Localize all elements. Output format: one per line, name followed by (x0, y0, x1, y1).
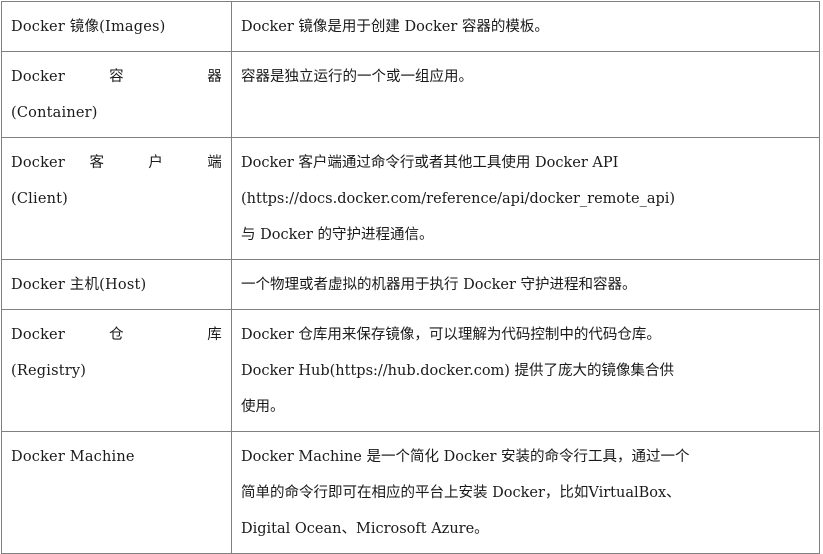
description-line-2: (https://docs.docker.com/reference/api/d… (241, 191, 676, 207)
term-cell-inner: Docker 主机(Host) (2, 260, 231, 309)
term-text: Docker 容 器 (Container) (11, 59, 222, 131)
description-cell: Docker 客户端通过命令行或者其他工具使用 Docker API (http… (231, 137, 820, 260)
description-text: Docker 客户端通过命令行或者其他工具使用 Docker API (http… (241, 145, 810, 253)
term-cell-inner: Docker 客 户 端 (Client) (2, 138, 231, 223)
description-cell: Docker 仓库用来保存镜像，可以理解为代码控制中的代码仓库。 Docker … (231, 309, 820, 432)
term-cell: Docker 主机(Host) (1, 259, 232, 310)
description-text: 一个物理或者虚拟的机器用于执行 Docker 守护进程和容器。 (241, 267, 810, 303)
description-line-1: 容器是独立运行的一个或一组应用。 (241, 69, 473, 85)
description-text: 容器是独立运行的一个或一组应用。 (241, 59, 810, 95)
term-cell: Docker 容 器 (Container) (1, 51, 232, 138)
term-text: Docker 主机(Host) (11, 267, 222, 303)
term-cell-inner: Docker Machine (2, 432, 231, 481)
description-line-1: Docker 镜像是用于创建 Docker 容器的模板。 (241, 19, 549, 35)
description-cell-inner: Docker Machine 是一个简化 Docker 安装的命令行工具，通过一… (232, 432, 819, 553)
table-row: Docker Machine Docker Machine 是一个简化 Dock… (1, 431, 820, 554)
term-text: Docker 仓 库 (Registry) (11, 317, 222, 389)
description-line-2: 简单的命令行即可在相应的平台上安装 Docker，比如VirtualBox、 (241, 485, 681, 501)
term-line-1: Docker 镜像(Images) (11, 19, 166, 35)
description-cell-inner: Docker 客户端通过命令行或者其他工具使用 Docker API (http… (232, 138, 819, 259)
description-text: Docker 仓库用来保存镜像，可以理解为代码控制中的代码仓库。 Docker … (241, 317, 810, 425)
term-line-1: Docker 客 户 端 (11, 155, 222, 171)
table-row: Docker 客 户 端 (Client) Docker 客户端通过命令行或者其… (1, 137, 820, 260)
description-cell: Docker Machine 是一个简化 Docker 安装的命令行工具，通过一… (231, 431, 820, 554)
description-line-2: Docker Hub(https://hub.docker.com) 提供了庞大… (241, 363, 675, 379)
description-text: Docker 镜像是用于创建 Docker 容器的模板。 (241, 9, 810, 45)
term-line-1: Docker 容 器 (11, 69, 222, 85)
description-line-3: 与 Docker 的守护进程通信。 (241, 227, 434, 243)
term-cell-inner: Docker 仓 库 (Registry) (2, 310, 231, 395)
term-line-2: (Registry) (11, 363, 87, 379)
description-line-1: Docker 客户端通过命令行或者其他工具使用 Docker API (241, 155, 619, 171)
term-cell: Docker 客 户 端 (Client) (1, 137, 232, 260)
description-cell-inner: 容器是独立运行的一个或一组应用。 (232, 52, 819, 101)
term-line-2: (Container) (11, 105, 98, 121)
term-line-1: Docker 仓 库 (11, 327, 222, 343)
description-line-3: 使用。 (241, 399, 285, 415)
term-line-1: Docker 主机(Host) (11, 277, 147, 293)
description-cell: Docker 镜像是用于创建 Docker 容器的模板。 (231, 1, 820, 52)
table-row: Docker 仓 库 (Registry) Docker 仓库用来保存镜像，可以… (1, 309, 820, 432)
term-cell: Docker Machine (1, 431, 232, 554)
description-cell: 一个物理或者虚拟的机器用于执行 Docker 守护进程和容器。 (231, 259, 820, 310)
term-cell-inner: Docker 镜像(Images) (2, 2, 231, 51)
description-text: Docker Machine 是一个简化 Docker 安装的命令行工具，通过一… (241, 439, 810, 547)
term-text: Docker 镜像(Images) (11, 9, 222, 45)
description-line-1: Docker 仓库用来保存镜像，可以理解为代码控制中的代码仓库。 (241, 327, 661, 343)
term-cell-inner: Docker 容 器 (Container) (2, 52, 231, 137)
term-cell: Docker 仓 库 (Registry) (1, 309, 232, 432)
term-text: Docker 客 户 端 (Client) (11, 145, 222, 217)
table-row: Docker 容 器 (Container) 容器是独立运行的一个或一组应用。 (1, 51, 820, 138)
table-row: Docker 主机(Host) 一个物理或者虚拟的机器用于执行 Docker 守… (1, 259, 820, 310)
description-line-1: Docker Machine 是一个简化 Docker 安装的命令行工具，通过一… (241, 449, 690, 465)
description-cell-inner: 一个物理或者虚拟的机器用于执行 Docker 守护进程和容器。 (232, 260, 819, 309)
table-row: Docker 镜像(Images) Docker 镜像是用于创建 Docker … (1, 1, 820, 52)
term-text: Docker Machine (11, 439, 222, 475)
description-line-3: Digital Ocean、Microsoft Azure。 (241, 521, 489, 537)
term-line-2: (Client) (11, 191, 69, 207)
term-cell: Docker 镜像(Images) (1, 1, 232, 52)
term-line-1: Docker Machine (11, 449, 135, 465)
description-cell-inner: Docker 仓库用来保存镜像，可以理解为代码控制中的代码仓库。 Docker … (232, 310, 819, 431)
description-cell-inner: Docker 镜像是用于创建 Docker 容器的模板。 (232, 2, 819, 51)
description-line-1: 一个物理或者虚拟的机器用于执行 Docker 守护进程和容器。 (241, 277, 637, 293)
description-cell: 容器是独立运行的一个或一组应用。 (231, 51, 820, 138)
